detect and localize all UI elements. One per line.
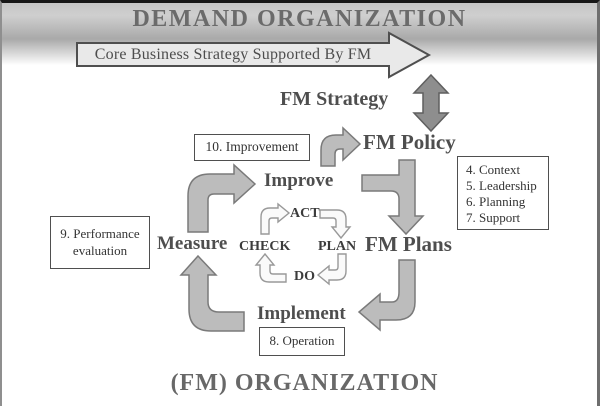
context-item: 4. Context [466,162,521,177]
context-support-box: 4. Context 5. Leadership 6. Planning 7. … [457,156,549,230]
fm-organization-title: (FM) ORGANIZATION [170,370,439,396]
pdca-check-label: CHECK [239,239,291,254]
fm-strategy-label: FM Strategy [280,88,389,110]
arrow-fm-plans-to-implement-icon [357,259,416,332]
fm-plans-label: FM Plans [365,232,452,256]
performance-evaluation-box: 9. Performance evaluation [50,216,150,269]
arrow-act-to-plan-icon [319,209,351,239]
operation-box: 8. Operation [259,327,345,356]
pdca-act-label: ACT [290,206,320,221]
demand-organization-title: DEMAND ORGANIZATION [132,6,467,32]
improvement-box: 10. Improvement [194,134,310,161]
arrow-do-to-check-icon [255,253,287,283]
right-arrow-banner-icon [76,31,432,79]
implement-label: Implement [257,303,346,324]
performance-line2: evaluation [72,243,128,258]
arrow-check-to-act-icon [260,203,290,235]
diagram-arrows-layer [76,31,450,332]
arrow-measure-to-improve-icon [187,163,257,233]
arrow-plan-to-do-icon [317,253,347,285]
arrow-fm-policy-to-fm-plans-icon [361,159,425,236]
performance-line1: 9. Performance [60,226,140,241]
leadership-item: 5. Leadership [466,178,537,193]
improve-label: Improve [264,170,334,191]
double-vertical-arrow-icon [412,73,450,133]
pdca-plan-label: PLAN [318,239,357,254]
core-business-strategy-label: Core Business Strategy Supported By FM [94,46,372,63]
fm-policy-label: FM Policy [363,130,456,154]
arrow-improve-to-fm-policy-icon [320,126,362,167]
pdca-do-label: DO [294,269,315,284]
support-item: 7. Support [466,210,521,225]
measure-label: Measure [157,233,228,254]
arrow-implement-to-measure-icon [179,254,245,332]
planning-item: 6. Planning [466,194,526,209]
